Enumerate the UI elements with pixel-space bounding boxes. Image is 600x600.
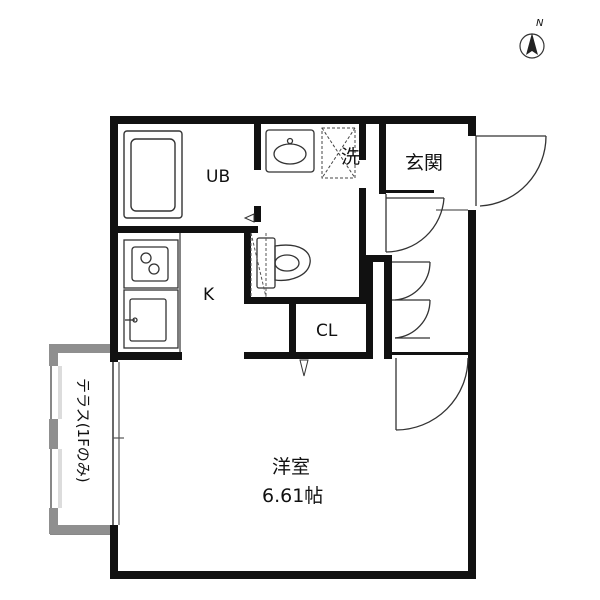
stove-icon xyxy=(123,239,179,289)
entrance-label: 玄関 xyxy=(405,152,443,174)
toilet-icon xyxy=(256,237,311,289)
terrace-label: テラス(1Fのみ) xyxy=(74,378,92,483)
terrace-sliding-window xyxy=(112,362,124,525)
bathtub-icon xyxy=(123,130,183,219)
exterior-walls xyxy=(110,116,476,579)
western-room-name: 洋室 xyxy=(272,456,310,478)
kitchen-label: K xyxy=(203,285,215,305)
interior-walls xyxy=(110,124,468,360)
room-door xyxy=(395,357,469,431)
entrance-door xyxy=(475,135,547,207)
washroom-label: 洗 xyxy=(341,146,360,168)
ub-door-marker xyxy=(243,213,255,223)
washing-machine-space xyxy=(321,127,356,179)
north-arrow-icon: N xyxy=(519,18,545,59)
closet-label: CL xyxy=(316,321,338,341)
kitchen-sink-icon xyxy=(123,289,179,349)
closet-door-marker xyxy=(299,359,309,377)
north-label: N xyxy=(536,18,544,29)
western-room-size: 6.61帖 xyxy=(262,485,323,507)
storage-doors xyxy=(392,261,431,339)
wash-basin-icon xyxy=(265,129,315,173)
unit-bath-label: UB xyxy=(206,167,230,187)
toilet-door-marker xyxy=(250,232,267,298)
entrance-inner-door xyxy=(385,194,468,253)
